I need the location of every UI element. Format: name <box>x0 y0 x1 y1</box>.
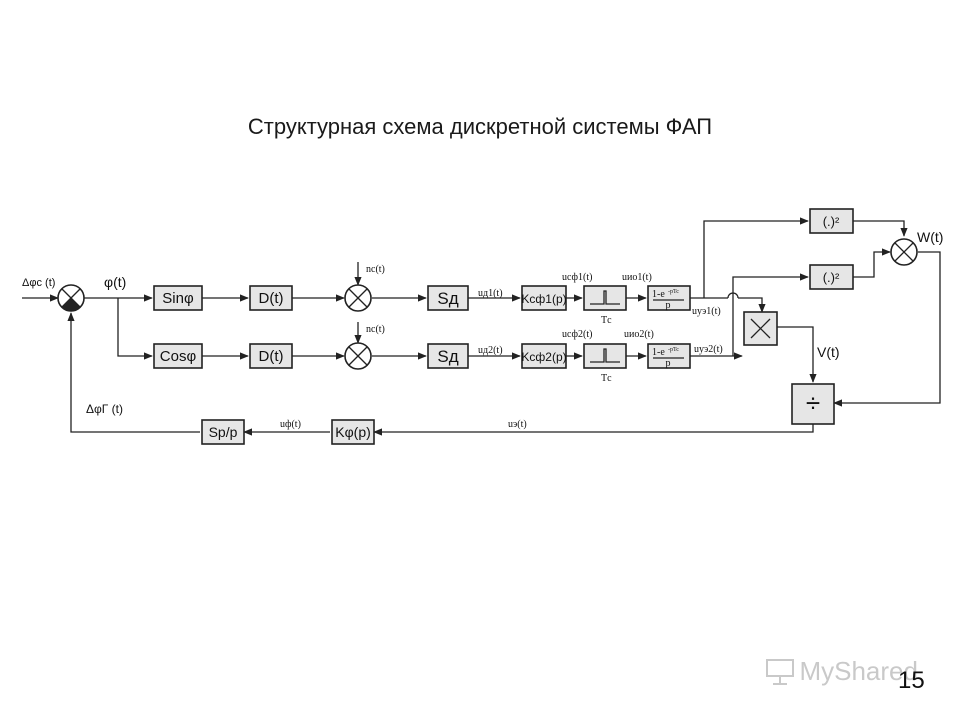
label-input: Δφc (t) <box>22 277 55 289</box>
block-square-1: (.)² <box>809 208 854 234</box>
multiplier-bottom <box>344 342 372 370</box>
svg-text:Kсф2(р): Kсф2(р) <box>521 350 566 364</box>
block-kf: Kφ(р) <box>331 419 375 445</box>
multiplier-top <box>344 284 372 312</box>
svg-text:-pTc: -pTc <box>668 289 679 295</box>
svg-text:Kсф1(р): Kсф1(р) <box>521 292 566 306</box>
svg-text:1-e: 1-e <box>652 347 665 358</box>
svg-text:1-e: 1-e <box>652 289 665 300</box>
block-hold-2: 1-e -pTc p <box>647 343 691 369</box>
block-d2: D(t) <box>249 343 293 369</box>
block-sampler-1 <box>583 285 627 311</box>
block-ksf1: Kсф1(р) <box>521 285 567 311</box>
label-uue1: uуэ1(t) <box>692 306 721 317</box>
block-product <box>743 311 778 346</box>
block-sd2: Sд <box>427 343 469 369</box>
block-sin: Sinφ <box>153 285 203 311</box>
label-uio1: uио1(t) <box>622 272 652 283</box>
summing-junction-w <box>890 238 918 266</box>
block-divider: ÷ <box>791 383 835 425</box>
block-cos: Cosφ <box>153 343 203 369</box>
svg-text:Sд: Sд <box>437 347 458 366</box>
label-v: V(t) <box>817 344 840 360</box>
label-noise-2: nс(t) <box>366 324 385 335</box>
block-ksf2: Kсф2(р) <box>521 343 567 369</box>
label-uf: uф(t) <box>280 419 301 430</box>
svg-text:(.)²: (.)² <box>823 270 840 285</box>
block-square-2: (.)² <box>809 264 854 290</box>
slide-title: Структурная схема дискретной системы ФАП <box>247 114 713 139</box>
watermark-text: MyShared <box>799 656 918 686</box>
label-uio2: uио2(t) <box>624 329 654 340</box>
svg-text:Sд: Sд <box>437 289 458 308</box>
svg-text:(.)²: (.)² <box>823 214 840 229</box>
page-number: 15 <box>898 667 925 694</box>
wires <box>22 217 941 436</box>
svg-text:D(t): D(t) <box>259 348 284 365</box>
svg-text:Cosφ: Cosφ <box>160 348 197 365</box>
label-feedback: ΔφГ (t) <box>86 402 123 416</box>
label-usf2: uсф2(t) <box>562 329 592 340</box>
label-w: W(t) <box>917 229 943 245</box>
block-sp: Sр/р <box>201 419 245 445</box>
label-ue: uэ(t) <box>508 419 527 430</box>
label-usf1: uсф1(t) <box>562 272 592 283</box>
label-uue2: uуэ2(t) <box>694 344 723 355</box>
block-d1: D(t) <box>249 285 293 311</box>
label-ud2: uд2(t) <box>478 345 503 356</box>
block-sampler-2 <box>583 343 627 369</box>
svg-text:÷: ÷ <box>806 388 820 418</box>
label-tc-2: Tс <box>601 373 612 384</box>
svg-text:Sinφ: Sinφ <box>162 290 194 307</box>
watermark: MyShared <box>765 656 918 687</box>
input-summing-junction <box>57 284 85 312</box>
svg-text:D(t): D(t) <box>259 290 284 307</box>
svg-text:p: p <box>666 358 671 369</box>
block-hold-1: 1-e -pTc p <box>647 285 691 311</box>
block-sd1: Sд <box>427 285 469 311</box>
svg-text:Kφ(р): Kφ(р) <box>335 424 371 440</box>
label-tc-1: Tс <box>601 315 612 326</box>
presentation-icon <box>766 658 794 685</box>
svg-text:p: p <box>666 300 671 311</box>
svg-text:Sр/р: Sр/р <box>209 424 238 440</box>
label-phi: φ(t) <box>104 274 126 290</box>
label-noise-1: nс(t) <box>366 264 385 275</box>
svg-text:-pTc: -pTc <box>668 347 679 353</box>
label-ud1: uд1(t) <box>478 288 503 299</box>
